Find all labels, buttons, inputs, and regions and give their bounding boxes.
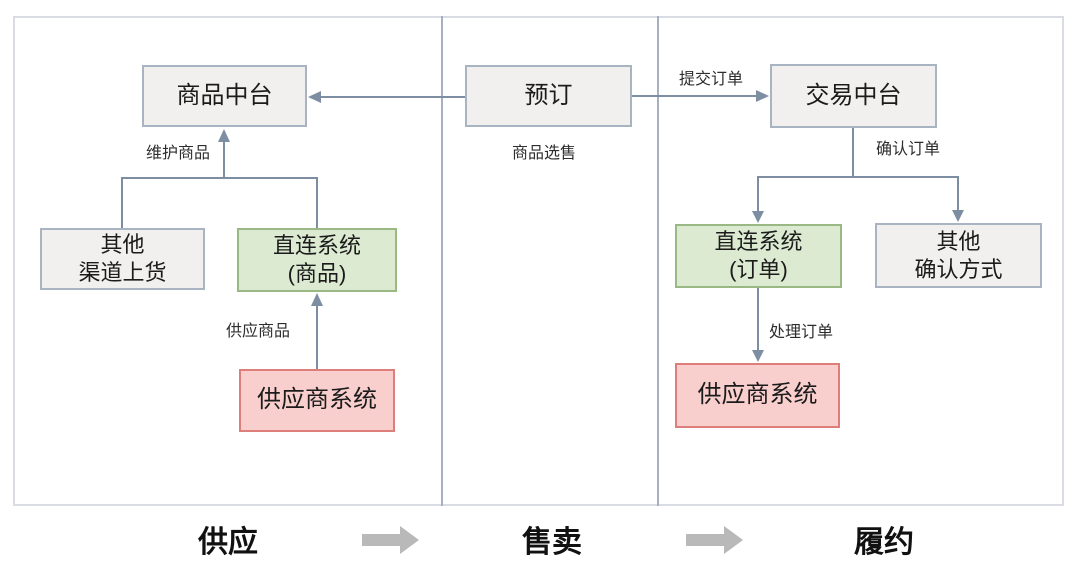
node-other-channels-label-line1: 其他 [100, 232, 145, 258]
stage-arrow-supply-to-sell-icon [362, 526, 419, 554]
node-direct-system-order-label-line1: 直连系统 [714, 229, 803, 255]
node-booking-label: 预订 [524, 81, 573, 109]
node-trade-platform-label: 交易中台 [805, 81, 902, 109]
diagram-frame [13, 16, 1064, 506]
node-booking: 预订 [465, 65, 632, 127]
stage-label-fulfill: 履约 [854, 526, 914, 559]
node-supplier-system-supply: 供应商系统 [239, 369, 395, 432]
lane-divider-supply-sell [441, 16, 443, 506]
stage-label-sell: 售卖 [522, 526, 582, 559]
edge-label-confirm-order: 确认订单 [873, 135, 943, 159]
edge-label-select-sell: 商品选售 [509, 139, 579, 163]
node-direct-system-product-label-line1: 直连系统 [272, 233, 361, 259]
node-trade-platform: 交易中台 [770, 64, 937, 128]
node-direct-system-order-label-line2: (订单) [729, 257, 788, 282]
stage-arrow-sell-to-fulfill-icon [686, 526, 743, 554]
stage-label-supply: 供应 [198, 526, 258, 559]
node-product-platform-label: 商品中台 [176, 81, 273, 109]
node-other-channels: 其他 渠道上货 [40, 228, 205, 290]
edge-label-submit-order: 提交订单 [676, 65, 746, 89]
node-direct-system-order: 直连系统 (订单) [675, 224, 842, 288]
node-supplier-system-supply-label: 供应商系统 [257, 386, 377, 414]
node-other-confirm-methods-label-line2: 确认方式 [914, 256, 1003, 282]
node-other-confirm-methods-label-line1: 其他 [936, 228, 981, 254]
edge-label-process-order: 处理订单 [766, 318, 836, 342]
edge-label-supply-product: 供应商品 [223, 317, 293, 341]
node-other-confirm-methods: 其他 确认方式 [875, 223, 1042, 288]
lane-divider-sell-fulfill [657, 16, 659, 506]
node-other-channels-label-line2: 渠道上货 [78, 260, 167, 285]
node-direct-system-product-label-line2: (商品) [287, 261, 347, 286]
node-supplier-system-fulfill-label: 供应商系统 [697, 381, 818, 409]
node-direct-system-product: 直连系统 (商品) [237, 228, 397, 292]
node-supplier-system-fulfill: 供应商系统 [675, 363, 840, 428]
node-product-platform: 商品中台 [142, 65, 307, 127]
edge-label-maintain-product: 维护商品 [143, 139, 213, 163]
